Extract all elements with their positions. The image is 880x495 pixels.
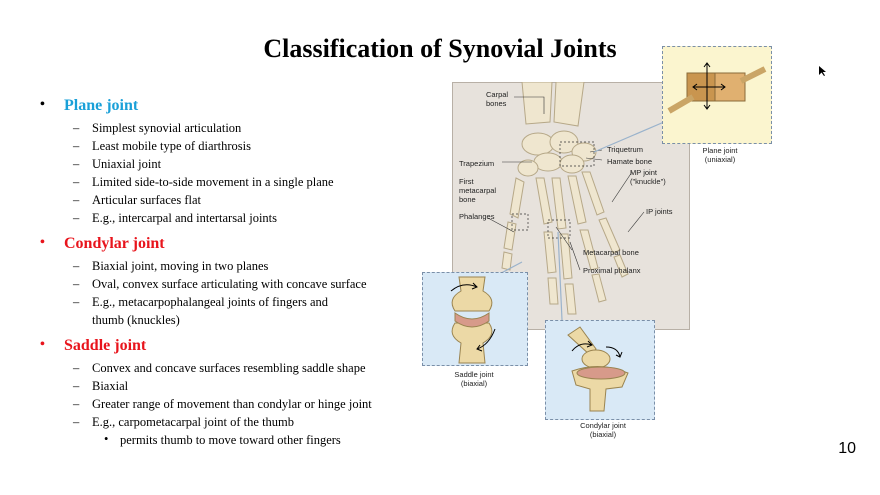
list-item: –Simplest synovial articulation — [73, 121, 242, 135]
list-item: –Least mobile type of diarthrosis — [73, 139, 251, 153]
heading-plane-joint: • Plane joint — [40, 96, 400, 116]
section-plane-joint: • Plane joint –Simplest synovial articul… — [40, 96, 400, 227]
caption-saddle-joint: Saddle joint (biaxial) — [454, 370, 494, 388]
bullet-content: • Plane joint –Simplest synovial articul… — [40, 96, 400, 456]
section-saddle-joint: • Saddle joint –Convex and concave surfa… — [40, 336, 400, 449]
condylar-joint-illustration — [567, 326, 629, 412]
mouse-pointer-icon — [818, 64, 828, 82]
list-item: –Limited side-to-side movement in a sing… — [73, 175, 334, 189]
heading-text: Saddle joint — [64, 337, 147, 354]
label-carpal-bones: Carpal bones — [486, 90, 509, 108]
list-item: –Biaxial — [73, 379, 129, 393]
bullet-icon: • — [40, 235, 45, 250]
bullet-icon: • — [40, 337, 45, 352]
list-item: –E.g., intercarpal and intertarsal joint… — [73, 211, 278, 225]
list-item: –Convex and concave surfaces resembling … — [73, 361, 366, 375]
plane-joint-illustration — [667, 62, 767, 114]
list-item: –E.g., metacarpophalangeal joints of fin… — [73, 295, 329, 327]
saddle-joint-inset — [422, 272, 528, 366]
list-item: –Articular surfaces flat — [73, 193, 201, 207]
condylar-joint-inset — [545, 320, 655, 420]
label-hamate-bone: Hamate bone — [607, 157, 653, 166]
label-phalanges: Phalanges — [459, 212, 495, 221]
label-first-metacarpal: First metacarpal bone — [459, 177, 497, 204]
slide-title: Classification of Synovial Joints — [263, 34, 617, 63]
list-item: –Uniaxial joint — [73, 157, 162, 171]
label-ip-joints: IP joints — [646, 207, 673, 216]
label-metacarpal-bone: Metacarpal bone — [583, 248, 639, 257]
list-item: –Biaxial joint, moving in two planes — [73, 259, 269, 273]
label-triquetrum: Triquetrum — [607, 145, 643, 154]
list-item: –E.g., carpometacarpal joint of the thum… — [73, 415, 295, 429]
saddle-joint-illustration — [450, 276, 496, 364]
bullet-icon: • — [40, 97, 45, 112]
label-trapezium: Trapezium — [459, 159, 495, 168]
heading-saddle-joint: • Saddle joint — [40, 336, 400, 356]
label-proximal-phalanx: Proximal phalanx — [583, 266, 641, 275]
heading-text: Plane joint — [64, 97, 139, 114]
list-item: –Oval, convex surface articulating with … — [73, 277, 367, 291]
plane-joint-inset — [662, 46, 772, 144]
list-subitem: •permits thumb to move toward other fing… — [104, 432, 341, 447]
caption-condylar-joint: Condylar joint (biaxial) — [580, 421, 626, 439]
page-number: 10 — [838, 440, 856, 457]
heading-condylar-joint: • Condylar joint — [40, 234, 400, 254]
label-mp-joint: MP joint ("knuckle") — [630, 168, 666, 186]
list-item: –Greater range of movement than condylar… — [73, 397, 372, 411]
section-condylar-joint: • Condylar joint –Biaxial joint, moving … — [40, 234, 400, 329]
heading-text: Condylar joint — [64, 235, 165, 252]
hand-skeleton-illustration — [487, 82, 665, 321]
caption-plane-joint: Plane joint (uniaxial) — [702, 146, 738, 164]
